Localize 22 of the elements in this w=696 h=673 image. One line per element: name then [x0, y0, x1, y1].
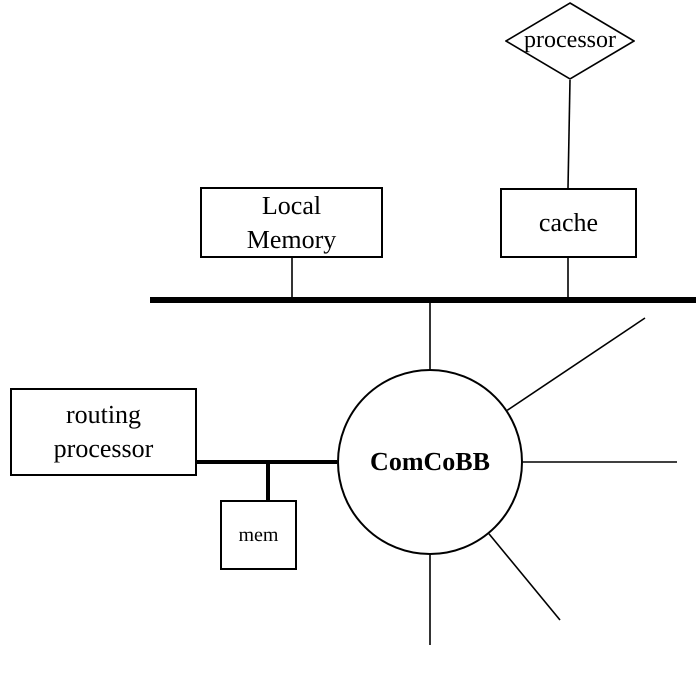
node-label: cache — [538, 207, 600, 240]
cache-box — [500, 188, 637, 258]
processor-box — [10, 388, 197, 476]
memory-box — [200, 187, 383, 258]
connector-line — [567, 258, 569, 297]
memory-box — [220, 500, 297, 570]
connector-line — [429, 555, 431, 645]
node-label: routing processor — [52, 399, 154, 465]
connector-line — [266, 462, 270, 500]
connector-line — [429, 303, 431, 369]
node-label: processor — [523, 26, 617, 56]
connector-line — [523, 461, 677, 463]
connector-line — [506, 317, 646, 411]
processor-diamond — [505, 2, 635, 80]
node-label: mem — [238, 523, 280, 548]
connector-line — [488, 533, 561, 620]
node-label: Local Memory — [246, 190, 338, 256]
node-label: ComCoBB — [369, 446, 491, 478]
connector-line — [291, 258, 293, 297]
connector-line — [197, 460, 337, 464]
bus-bar — [150, 297, 696, 303]
connector-line — [567, 80, 571, 188]
